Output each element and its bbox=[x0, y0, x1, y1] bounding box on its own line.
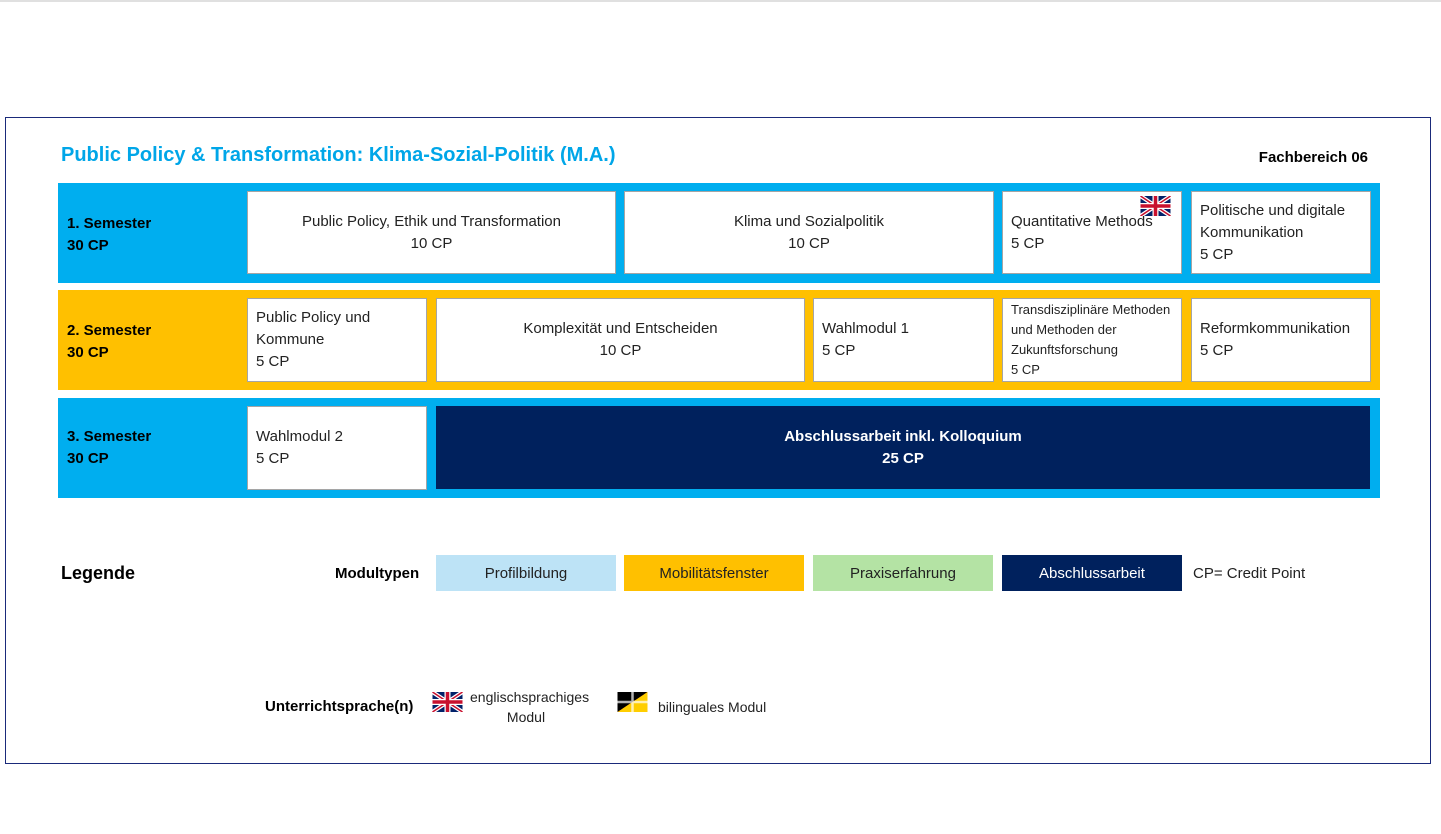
module-name: Politische und digitale Kommunikation bbox=[1200, 201, 1346, 241]
semester-cp: 30 CP bbox=[67, 237, 109, 254]
legend-abschlussarbeit: Abschlussarbeit bbox=[1002, 555, 1182, 591]
module-name: Reformkommunikation bbox=[1200, 320, 1351, 337]
semester-name: 3. Semester bbox=[67, 428, 152, 445]
module-wahlmodul-1: Wahlmodul 1 5 CP bbox=[813, 298, 994, 382]
module-transdisziplinaere-methoden: Transdisziplinäre Methoden und Methoden … bbox=[1002, 298, 1182, 382]
module-name: Wahlmodul 1 bbox=[822, 320, 909, 337]
legend-profilbildung: Profilbildung bbox=[436, 555, 616, 591]
module-public-policy-kommune: Public Policy und Kommune 5 CP bbox=[247, 298, 427, 382]
module-politische-kommunikation: Politische und digitale Kommunikation 5 … bbox=[1191, 191, 1371, 274]
semester-3-label: 3. Semester 30 CP bbox=[67, 426, 151, 470]
module-cp: 10 CP bbox=[788, 234, 830, 252]
module-abschlussarbeit: Abschlussarbeit inkl. Kolloquium 25 CP bbox=[436, 406, 1370, 489]
module-name: Quantitative Methods bbox=[1011, 212, 1153, 230]
diagram-frame bbox=[5, 117, 1431, 764]
top-divider bbox=[0, 0, 1441, 2]
module-name: Public Policy und Kommune bbox=[256, 309, 371, 348]
english-module-text: englischsprachiges Modul bbox=[470, 689, 590, 725]
module-public-policy-ethik: Public Policy, Ethik und Transformation … bbox=[247, 191, 616, 274]
module-name: Wahlmodul 2 bbox=[256, 428, 343, 445]
module-wahlmodul-2: Wahlmodul 2 5 CP bbox=[247, 406, 427, 490]
module-cp: 5 CP bbox=[256, 353, 290, 370]
semester-name: 2. Semester bbox=[67, 322, 152, 339]
semester-cp: 30 CP bbox=[67, 344, 109, 361]
module-cp: 25 CP bbox=[882, 449, 924, 467]
legend-mobilitaetsfenster: Mobilitätsfenster bbox=[624, 555, 804, 591]
legend-praxiserfahrung: Praxiserfahrung bbox=[813, 555, 993, 591]
cp-note: CP= Credit Point bbox=[1193, 565, 1306, 582]
module-name: Transdisziplinäre Methoden und Methoden … bbox=[1011, 302, 1171, 357]
page-title: Public Policy & Transformation: Klima-So… bbox=[61, 144, 616, 166]
module-name: Klima und Sozialpolitik bbox=[733, 212, 885, 230]
semester-name: 1. Semester bbox=[67, 215, 152, 232]
module-name: Komplexität und Entscheiden bbox=[523, 320, 718, 337]
semester-2-label: 2. Semester 30 CP bbox=[67, 320, 151, 364]
module-cp: 5 CP bbox=[256, 450, 290, 467]
module-cp: 5 CP bbox=[1011, 362, 1040, 377]
module-klima-sozialpolitik: Klima und Sozialpolitik 10 CP bbox=[624, 191, 994, 274]
semester-cp: 30 CP bbox=[67, 450, 109, 467]
german-flag-icon bbox=[617, 692, 648, 712]
uk-flag-icon bbox=[432, 692, 463, 712]
module-cp: 10 CP bbox=[599, 342, 642, 359]
module-types-label: Modultypen bbox=[335, 565, 420, 582]
department-label: Fachbereich 06 bbox=[1258, 149, 1368, 166]
bilingual-module-text: bilinguales Modul bbox=[658, 699, 767, 715]
module-cp: 5 CP bbox=[1200, 342, 1234, 359]
module-cp: 5 CP bbox=[1011, 234, 1045, 252]
semester-1-label: 1. Semester 30 CP bbox=[67, 213, 151, 257]
module-cp: 5 CP bbox=[1200, 245, 1234, 263]
module-reformkommunikation: Reformkommunikation 5 CP bbox=[1191, 298, 1371, 382]
legend-title: Legende bbox=[61, 563, 136, 583]
uk-flag-icon bbox=[1140, 196, 1171, 216]
module-name: Public Policy, Ethik und Transformation bbox=[301, 212, 561, 230]
languages-label: Unterrichtsprache(n) bbox=[265, 698, 414, 715]
module-cp: 5 CP bbox=[822, 342, 856, 359]
module-komplexitaet: Komplexität und Entscheiden 10 CP bbox=[436, 298, 805, 382]
module-name: Abschlussarbeit inkl. Kolloquium bbox=[784, 427, 1022, 445]
module-cp: 10 CP bbox=[410, 234, 453, 252]
